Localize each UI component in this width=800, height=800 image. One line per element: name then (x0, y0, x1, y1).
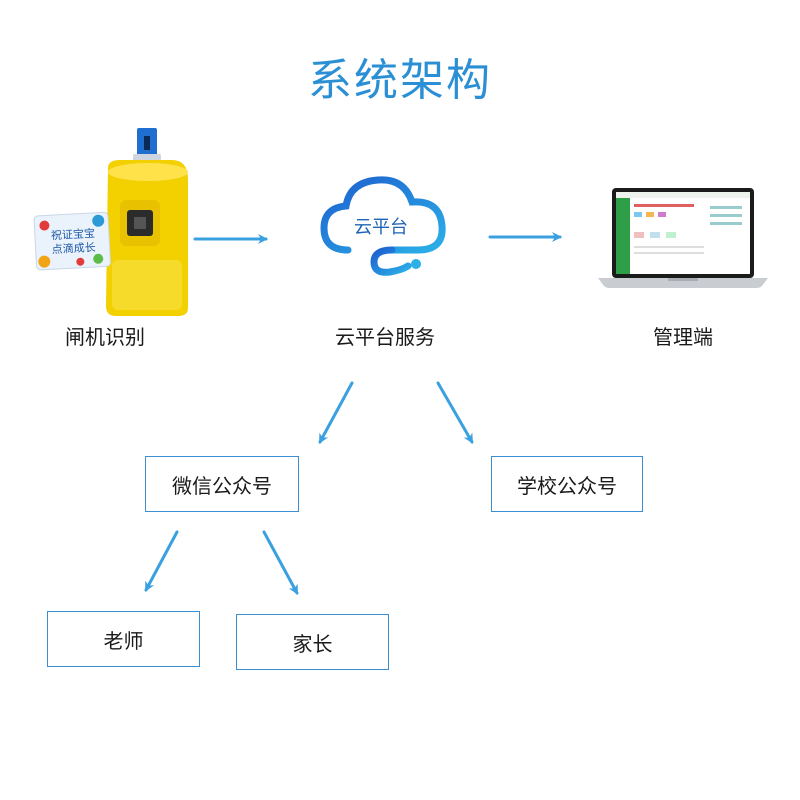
arrow-wechat-to-teacher (144, 530, 179, 592)
laptop-admin-image (598, 186, 768, 290)
card-text-line1: 祝证宝宝 (51, 226, 96, 242)
cloud-icon (318, 170, 448, 280)
arrow-wechat-to-parent (262, 530, 299, 595)
arrow-cloud-to-wechat (318, 381, 354, 444)
diagram-title: 系统架构 (308, 55, 492, 106)
parent-box: 家长 (236, 614, 389, 670)
wechat-account-box: 微信公众号 (145, 456, 299, 512)
card-text-line2: 点滴成长 (51, 240, 96, 256)
admin-label: 管理端 (653, 325, 713, 349)
gate-device-image: 祝证宝宝 点滴成长 (30, 120, 200, 320)
cloud-service-label: 云平台服务 (335, 325, 435, 349)
teacher-box: 老师 (47, 611, 200, 667)
school-account-box: 学校公众号 (491, 456, 643, 512)
cloud-icon-text: 云平台 (354, 217, 408, 238)
arrow-cloud-to-school (436, 381, 474, 444)
gate-label: 闸机识别 (65, 325, 145, 349)
